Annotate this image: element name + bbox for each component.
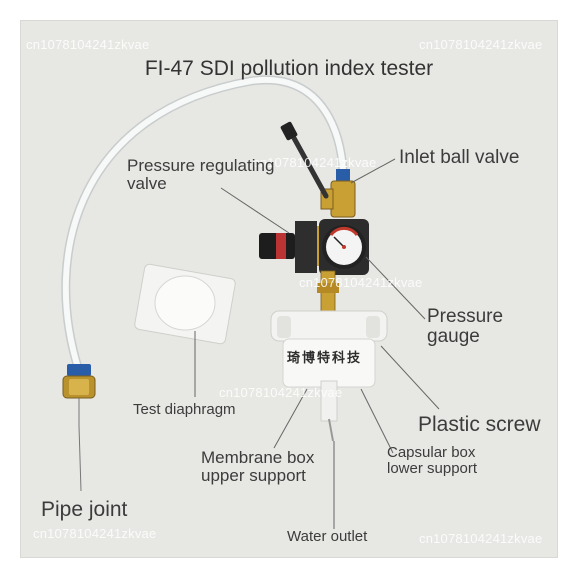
label-plastic-screw: Plastic screw — [418, 413, 541, 436]
watermark: cn1078104241zkvae — [253, 155, 377, 170]
label-water-outlet: Water outlet — [287, 528, 368, 545]
label-capsular-box-lower-support: Capsular box lower support — [387, 444, 478, 477]
label-pipe-joint: Pipe joint — [41, 498, 128, 521]
watermark: cn1078104241zkvae — [33, 526, 157, 541]
label-inlet-ball-valve: Inlet ball valve — [399, 147, 520, 168]
watermark: cn1078104241zkvae — [26, 37, 150, 52]
pressure-regulating-valve — [259, 221, 327, 273]
watermark: cn1078104241zkvae — [299, 275, 423, 290]
inlet-ball-valve — [280, 121, 356, 218]
membrane-holder — [270, 310, 388, 442]
label-pressure-gauge: Pressure gauge — [427, 306, 504, 347]
watermark: cn1078104241zkvae — [219, 385, 343, 400]
label-membrane-box-upper-support: Membrane box upper support — [201, 448, 315, 485]
leader-lines — [194, 158, 440, 529]
watermark: cn1078104241zkvae — [419, 37, 543, 52]
label-pressure-regulating-valve: Pressure regulating valve — [127, 156, 275, 193]
brand-stamp: 琦博特科技 — [287, 351, 363, 366]
product-image: cn1078104241zkvae cn1078104241zkvae cn10… — [20, 20, 558, 558]
label-test-diaphragm: Test diaphragm — [133, 401, 236, 418]
test-diaphragm — [134, 263, 236, 345]
page-title: FI-47 SDI pollution index tester — [144, 57, 434, 80]
watermark: cn1078104241zkvae — [419, 531, 543, 546]
pipe-joint-fitting — [62, 364, 96, 492]
product-illustration — [61, 75, 440, 529]
pressure-gauge — [319, 219, 369, 275]
